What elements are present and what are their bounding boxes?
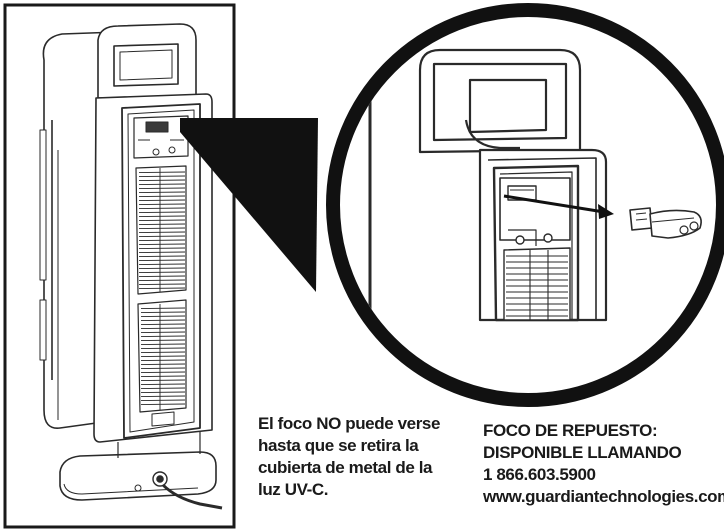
grille-slat bbox=[140, 351, 186, 354]
grille-slat bbox=[138, 227, 186, 230]
replacement-heading: FOCO DE REPUESTO: bbox=[483, 421, 658, 440]
grille-slat bbox=[140, 399, 186, 402]
grille-slat bbox=[138, 243, 186, 246]
grille-slat bbox=[138, 175, 186, 178]
bulb-visibility-note: El foco NO puede verse hasta que se reti… bbox=[258, 413, 440, 501]
filter-grille bbox=[138, 168, 186, 410]
grille-slat bbox=[140, 319, 186, 322]
grille-slat bbox=[138, 247, 186, 250]
grille-slat bbox=[138, 223, 186, 226]
availability-line: DISPONIBLE LLAMANDO bbox=[483, 443, 682, 462]
grille-slat bbox=[140, 335, 186, 338]
air-purifier-tower bbox=[39, 23, 223, 510]
grille-slat bbox=[138, 183, 186, 186]
grille-slat bbox=[140, 375, 186, 378]
note-line: luz UV-C. bbox=[258, 480, 329, 499]
phone-number: 1 866.603.5900 bbox=[483, 465, 596, 484]
note-line: cubierta de metal de la bbox=[258, 458, 433, 477]
grille-slat bbox=[138, 275, 186, 278]
grille-slat bbox=[138, 239, 186, 242]
grille-slat bbox=[140, 323, 186, 326]
grille-slat bbox=[138, 255, 186, 258]
grille-slat bbox=[140, 383, 186, 386]
grille-slat bbox=[138, 259, 186, 262]
grille-slat bbox=[138, 219, 186, 222]
grille-slat bbox=[140, 363, 186, 366]
grille-slat bbox=[140, 311, 186, 314]
grille-slat bbox=[140, 315, 186, 318]
note-line: hasta que se retira la bbox=[258, 436, 419, 455]
magnifier-wedge bbox=[180, 118, 318, 292]
grille-slat bbox=[138, 171, 186, 174]
grille-slat bbox=[140, 331, 186, 334]
grille-slat bbox=[138, 211, 186, 214]
uv-c-bulb bbox=[629, 207, 702, 239]
grille-slat bbox=[140, 379, 186, 382]
grille-slat bbox=[138, 287, 186, 290]
grille-slat bbox=[140, 359, 186, 362]
grille-slat bbox=[140, 387, 186, 390]
grille-slat bbox=[140, 343, 186, 346]
grille-slat bbox=[138, 215, 186, 218]
grille-slat bbox=[138, 195, 186, 198]
grille-slat bbox=[140, 371, 186, 374]
grille-slat bbox=[138, 207, 186, 210]
removal-arrow bbox=[503, 194, 614, 219]
grille-slat bbox=[140, 355, 186, 358]
website-url: www.guardiantechnologies.com bbox=[483, 487, 724, 506]
grille-slat bbox=[138, 235, 186, 238]
magnified-detail bbox=[326, 3, 724, 407]
grille-slat bbox=[138, 187, 186, 190]
grille-slat bbox=[138, 263, 186, 266]
grille-slat bbox=[138, 231, 186, 234]
grille-slat bbox=[140, 307, 186, 310]
grille-slat bbox=[138, 267, 186, 270]
grille-slat bbox=[140, 391, 186, 394]
grille-slat bbox=[138, 283, 186, 286]
grille-slat bbox=[138, 203, 186, 206]
note-line: El foco NO puede verse bbox=[258, 414, 441, 433]
grille-slat bbox=[140, 327, 186, 330]
grille-slat bbox=[140, 367, 186, 370]
grille-slat bbox=[140, 403, 186, 406]
grille-slat bbox=[138, 279, 186, 282]
grille-slat bbox=[138, 271, 186, 274]
grille-slat bbox=[138, 251, 186, 254]
grille-slat bbox=[140, 339, 186, 342]
grille-slat bbox=[138, 199, 186, 202]
grille-slat bbox=[140, 395, 186, 398]
grille-slat bbox=[138, 179, 186, 182]
product-frame bbox=[3, 3, 236, 529]
replacement-bulb-info: FOCO DE REPUESTO: DISPONIBLE LLAMANDO 1 … bbox=[483, 420, 724, 508]
grille-slat bbox=[138, 191, 186, 194]
grille-slat bbox=[140, 347, 186, 350]
